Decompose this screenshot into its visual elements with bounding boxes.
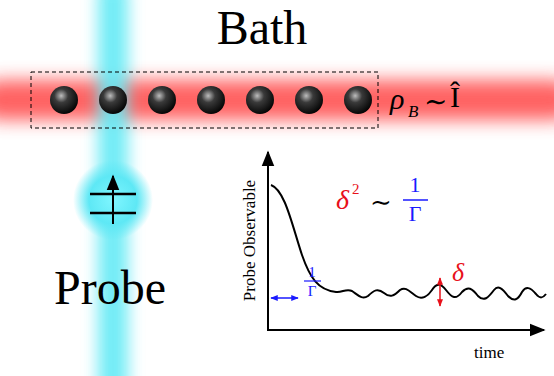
denominator: Γ bbox=[409, 203, 422, 225]
tilde: ∼ bbox=[370, 190, 392, 216]
bath-glow bbox=[0, 80, 554, 120]
decay-time-arrow bbox=[271, 297, 298, 299]
density-symbol: ρ bbox=[390, 84, 404, 114]
node-heading: Probe bbox=[54, 264, 166, 312]
probe-glow bbox=[73, 160, 153, 240]
axis-title: time bbox=[474, 344, 504, 361]
fraction-bar bbox=[403, 199, 428, 201]
numerator: 1 bbox=[410, 174, 421, 196]
identity-operator: Î bbox=[450, 82, 460, 112]
two-level-symbol bbox=[90, 176, 136, 224]
node-heading: Bath bbox=[217, 4, 308, 52]
denominator: Γ bbox=[308, 284, 317, 299]
exponent: 2 bbox=[352, 182, 360, 197]
bath-outline bbox=[31, 72, 378, 128]
fluctuation-symbol: δ bbox=[452, 260, 464, 286]
numerator: 1 bbox=[308, 265, 316, 280]
fraction-bar bbox=[304, 280, 321, 281]
axis-title: Probe Observable bbox=[241, 179, 258, 300]
plot-axes bbox=[267, 152, 544, 331]
tilde: ∼ bbox=[424, 88, 447, 116]
bath-spins bbox=[50, 86, 372, 114]
variance-symbol: δ bbox=[336, 186, 349, 214]
bath-region: Bath bbox=[31, 72, 378, 128]
fluctuation-arrow bbox=[439, 278, 441, 306]
signal-curve bbox=[271, 185, 546, 299]
subscript: B bbox=[408, 103, 418, 120]
probe-qubit: Probe bbox=[73, 160, 153, 240]
